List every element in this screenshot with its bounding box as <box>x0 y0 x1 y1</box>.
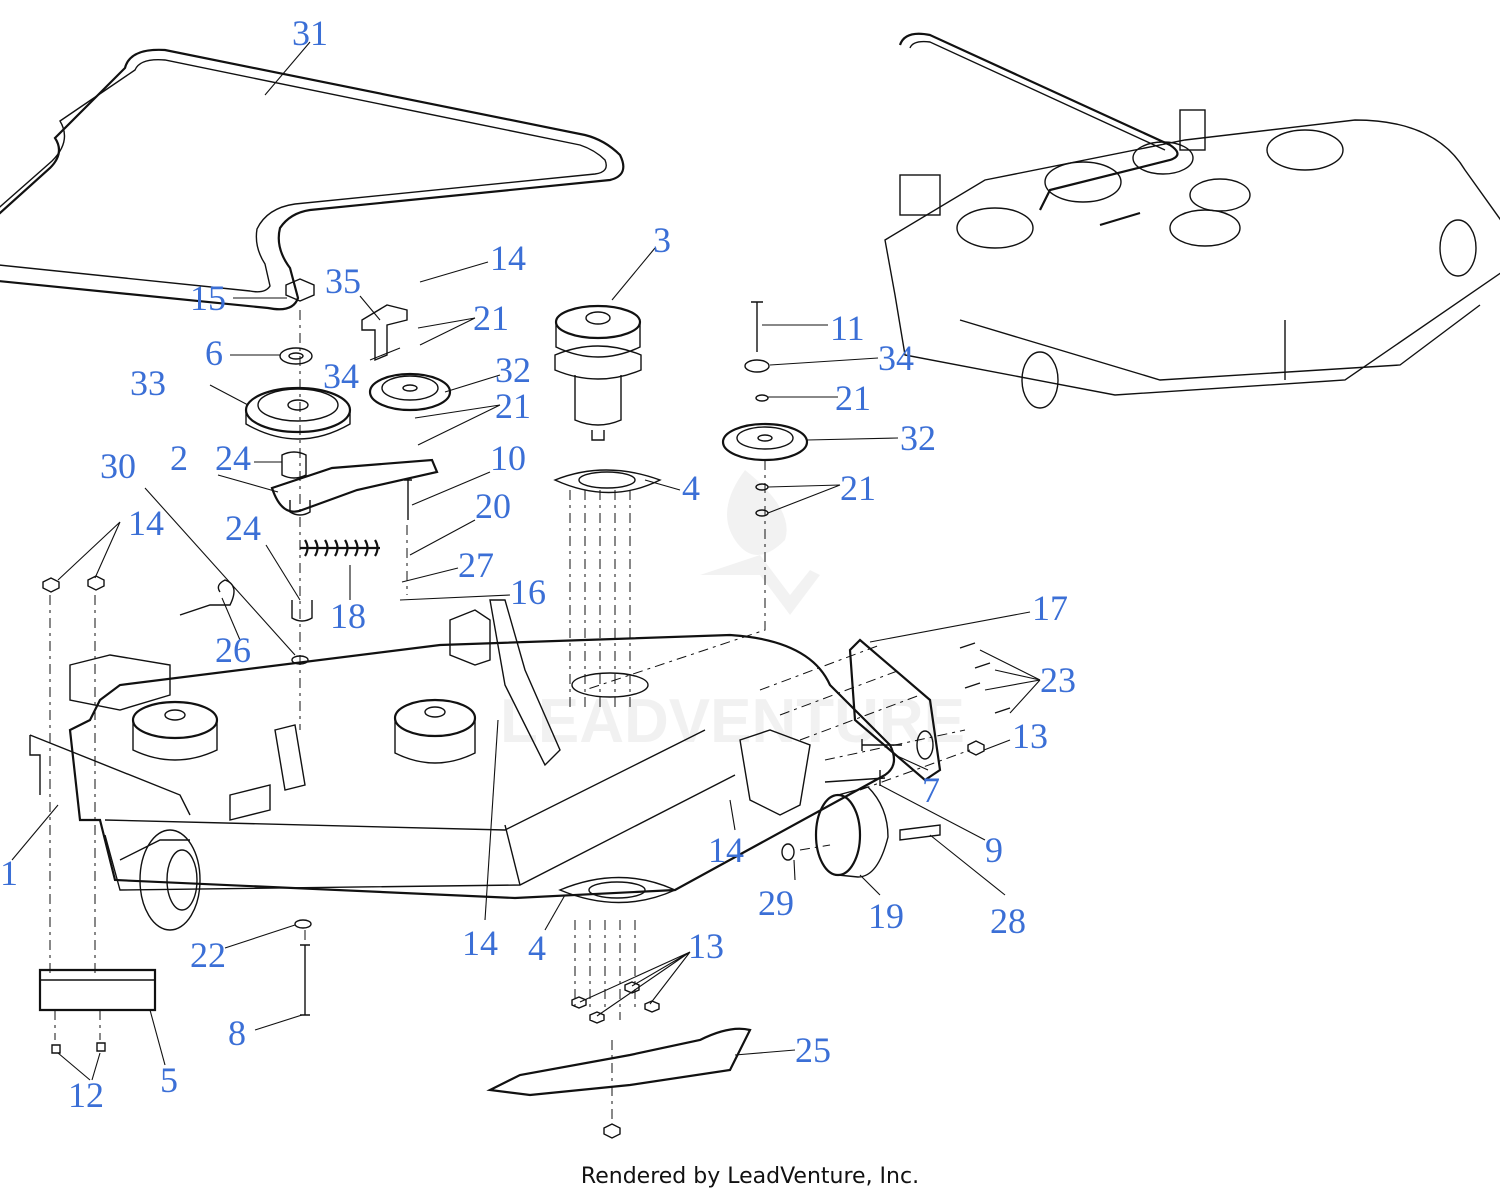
callout-28: 28 <box>990 901 1026 941</box>
callout-19: 19 <box>868 896 904 936</box>
callout-8: 8 <box>228 1013 246 1053</box>
callout-4: 4 <box>682 468 700 508</box>
callout-34: 34 <box>323 356 359 396</box>
callout-31: 31 <box>292 13 328 53</box>
callout-23: 23 <box>1040 660 1076 700</box>
callout-21: 21 <box>835 378 871 418</box>
callout-12: 12 <box>68 1075 104 1115</box>
callout-5: 5 <box>160 1060 178 1100</box>
callout-32: 32 <box>495 350 531 390</box>
callout-14: 14 <box>708 830 744 870</box>
deck-shell <box>29 599 896 931</box>
drive-belt <box>0 48 625 311</box>
callout-18: 18 <box>330 596 366 636</box>
assembled-deck-inset <box>884 32 1500 409</box>
callout-24: 24 <box>225 508 261 548</box>
callout-14: 14 <box>128 503 164 543</box>
callout-1: 1 <box>0 853 18 893</box>
idler-arm-assembly <box>42 278 452 665</box>
lower-parts <box>38 638 1011 1139</box>
callout-24: 24 <box>215 438 251 478</box>
callout-2: 2 <box>170 438 188 478</box>
callout-34: 34 <box>878 338 914 378</box>
callout-10: 10 <box>490 438 526 478</box>
callout-22: 22 <box>190 935 226 975</box>
callout-17: 17 <box>1032 588 1068 628</box>
callout-15: 15 <box>190 278 226 318</box>
callout-13: 13 <box>688 926 724 966</box>
callout-21: 21 <box>473 298 509 338</box>
callout-21: 21 <box>840 468 876 508</box>
callout-33: 33 <box>130 363 166 403</box>
callout-20: 20 <box>475 486 511 526</box>
callout-30: 30 <box>100 446 136 486</box>
callout-13: 13 <box>1012 716 1048 756</box>
callout-26: 26 <box>215 630 251 670</box>
render-credit: Rendered by LeadVenture, Inc. <box>580 1164 920 1189</box>
callout-4: 4 <box>528 928 546 968</box>
callout-27: 27 <box>458 545 494 585</box>
callout-16: 16 <box>510 572 546 612</box>
callout-21: 21 <box>495 386 531 426</box>
callout-35: 35 <box>325 261 361 301</box>
leader-lines <box>11 41 1041 1081</box>
callout-6: 6 <box>205 333 223 373</box>
callout-14: 14 <box>462 923 498 963</box>
callout-14: 14 <box>490 238 526 278</box>
callout-9: 9 <box>985 830 1003 870</box>
callout-29: 29 <box>758 883 794 923</box>
callout-labels: 31 14 3 15 35 21 11 6 34 32 34 33 21 21 … <box>0 13 1076 1115</box>
callout-7: 7 <box>922 770 940 810</box>
callout-25: 25 <box>795 1030 831 1070</box>
callout-3: 3 <box>653 220 671 260</box>
callout-32: 32 <box>900 418 936 458</box>
spindle-assembly <box>553 304 662 494</box>
callout-11: 11 <box>830 308 865 348</box>
